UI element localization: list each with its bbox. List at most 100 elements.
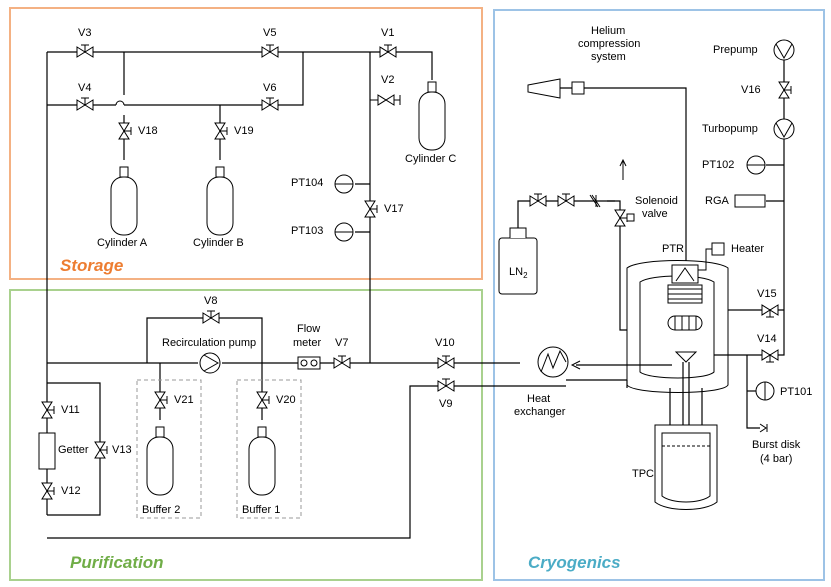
gauge-pt103 xyxy=(334,222,354,242)
valve-v3 xyxy=(76,44,94,58)
getter-label: Getter xyxy=(58,444,89,456)
valve-v3-label: V3 xyxy=(78,27,92,39)
valve-v5-label: V5 xyxy=(263,27,277,39)
valve-v10 xyxy=(437,355,455,369)
valve-v17 xyxy=(364,200,378,218)
buffer-2-label: Buffer 2 xyxy=(142,504,181,516)
recirculation-pump xyxy=(199,352,221,374)
valve-v19-label: V19 xyxy=(234,125,254,137)
ln2-filter-icon xyxy=(589,194,601,208)
buffer-1-label: Buffer 1 xyxy=(242,504,281,516)
condenser-coil xyxy=(667,315,703,331)
heater-label: Heater xyxy=(731,243,765,255)
pt103-label: PT103 xyxy=(291,225,324,237)
tpc-inner xyxy=(661,432,711,503)
valve-v18-label: V18 xyxy=(138,125,158,137)
valve-v21-label: V21 xyxy=(174,394,194,406)
valve-v18 xyxy=(118,122,132,140)
cylinder-c xyxy=(418,81,446,151)
funnel xyxy=(674,351,698,363)
solenoid-label-1: Solenoid xyxy=(635,195,678,207)
valve-v16 xyxy=(778,81,792,99)
valve-v10-label: V10 xyxy=(435,337,455,349)
cylinder-c-label: Cylinder C xyxy=(405,153,457,165)
solenoid-valve xyxy=(614,209,628,227)
pt101-label: PT101 xyxy=(780,386,813,398)
valve-v8-label: V8 xyxy=(204,295,218,307)
valve-v2 xyxy=(370,94,401,106)
ln2-dewar xyxy=(498,227,538,295)
valve-v9-label: V9 xyxy=(439,398,453,410)
valve-v9 xyxy=(437,378,455,392)
cryogenics-section-box xyxy=(493,9,825,581)
recirc-pump-label: Recirculation pump xyxy=(162,337,257,349)
valve-v21 xyxy=(154,391,168,409)
valve-v4-label: V4 xyxy=(78,82,92,94)
valve-v12-label: V12 xyxy=(61,485,81,497)
valve-v11 xyxy=(41,401,55,419)
storage-title: Storage xyxy=(60,256,124,275)
valve-v11-label: V11 xyxy=(61,404,80,416)
heat-exchanger-label-1: Heat xyxy=(527,393,551,405)
cryogenics-title: Cryogenics xyxy=(528,553,621,572)
valve-v5 xyxy=(261,44,279,58)
tpc-label: TPC xyxy=(632,468,654,480)
valve-v15 xyxy=(761,304,779,318)
valve-v16-label: V16 xyxy=(741,84,761,96)
valve-v12 xyxy=(41,482,55,500)
purification-title: Purification xyxy=(70,553,164,572)
cylinder-a-label: Cylinder A xyxy=(97,237,148,249)
flow-meter-label-2: meter xyxy=(293,337,322,349)
rga-label: RGA xyxy=(705,195,729,207)
pt104-label: PT104 xyxy=(291,177,324,189)
flow-meter xyxy=(297,356,321,370)
buffer-2 xyxy=(146,426,174,496)
valve-v4 xyxy=(76,97,94,111)
ptr-label: PTR xyxy=(662,243,684,255)
gauge-pt101 xyxy=(755,381,775,401)
pt102-label: PT102 xyxy=(702,159,735,171)
valve-v20 xyxy=(256,391,270,409)
prepump xyxy=(773,39,795,61)
valve-v7-label: V7 xyxy=(335,337,349,349)
valve-v2-label: V2 xyxy=(381,74,395,86)
helium-label-1: Helium xyxy=(591,25,626,37)
valve-v6 xyxy=(261,97,279,111)
turbopump-label: Turbopump xyxy=(702,123,758,135)
turbopump xyxy=(773,118,795,140)
cylinder-b xyxy=(206,166,234,236)
heat-exchanger xyxy=(537,346,569,378)
burst-disk-label-2: (4 bar) xyxy=(760,453,793,465)
cylinder-b-label: Cylinder B xyxy=(193,237,244,249)
ptr-head xyxy=(671,264,699,284)
storage-section-box xyxy=(9,7,483,280)
purification-section-box xyxy=(9,289,483,581)
valve-ln2-manual xyxy=(529,193,547,207)
valve-v17-label: V17 xyxy=(384,203,404,215)
valve-v19 xyxy=(214,122,228,140)
cylinder-a xyxy=(110,166,138,236)
ln2-label: LN2 xyxy=(509,266,528,281)
valve-v14-label: V14 xyxy=(757,333,777,345)
burst-disk-label-1: Burst disk xyxy=(752,439,801,451)
valve-v8 xyxy=(202,310,220,324)
valve-v14 xyxy=(761,349,779,363)
valve-v1-label: V1 xyxy=(381,27,395,39)
valve-ln2-check xyxy=(557,193,575,207)
valve-v15-label: V15 xyxy=(757,288,777,300)
valve-v1 xyxy=(379,44,397,58)
heat-exchanger-label-2: exchanger xyxy=(514,406,566,418)
helium-label-3: system xyxy=(591,51,626,63)
gauge-pt104 xyxy=(334,174,354,194)
getter-box xyxy=(38,432,56,470)
rga-box xyxy=(734,194,766,208)
valve-v7 xyxy=(333,355,351,369)
gauge-pt102 xyxy=(746,155,766,175)
helium-label-2: compression xyxy=(578,38,641,50)
valve-v6-label: V6 xyxy=(263,82,277,94)
valve-v13 xyxy=(94,441,108,459)
solenoid-label-2: valve xyxy=(642,208,668,220)
flow-meter-label-1: Flow xyxy=(297,323,321,335)
valve-v13-label: V13 xyxy=(112,444,132,456)
